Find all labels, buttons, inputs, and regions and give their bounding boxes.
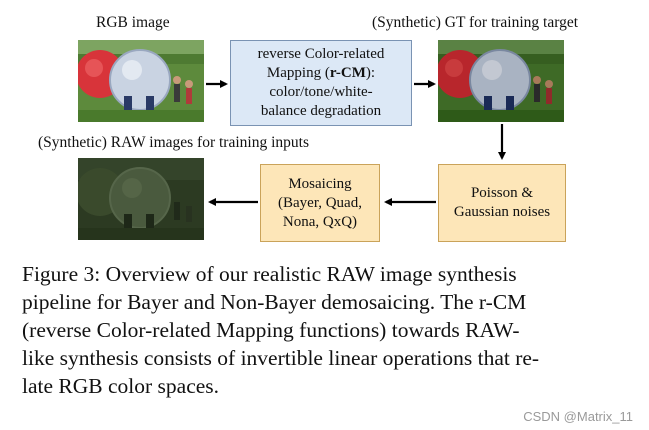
mosaic-line-3: Nona, QxQ) (282, 213, 358, 230)
figure-caption: Figure 3: Overview of our realistic RAW … (22, 260, 632, 400)
caption-line-4: like synthesis consists of invertible li… (22, 346, 540, 370)
rcm-line-3: color/tone/white- (269, 84, 373, 100)
rcm-line-2: Mapping (r-CM): (266, 65, 376, 81)
noise-line-1: Poisson & (470, 185, 534, 201)
mosaic-line-2: (Bayer, Quad, (278, 194, 362, 211)
raw-label: (Synthetic) RAW images for training inpu… (38, 134, 309, 151)
noise-box: Poisson & Gaussian noises (438, 164, 566, 242)
watermark: CSDN @Matrix_11 (523, 409, 633, 424)
rcm-box: reverse Color-related Mapping (r-CM): co… (230, 40, 412, 126)
flow-arrows (206, 80, 506, 206)
caption-line-5: late RGB color spaces. (22, 374, 220, 398)
caption-line-2: pipeline for Bayer and Non-Bayer demosai… (22, 290, 527, 314)
raw-photo (78, 158, 204, 240)
rcm-line-4: balance degradation (260, 103, 382, 119)
noise-line-2: Gaussian noises (453, 204, 551, 220)
rcm-line-1: reverse Color-related (257, 46, 385, 62)
rgb-image-label: RGB image (96, 14, 170, 31)
caption-line-3: (reverse Color-related Mapping functions… (22, 318, 520, 342)
rgb-photo (78, 40, 204, 122)
mosaic-box: Mosaicing (Bayer, Quad, Nona, QxQ) (260, 164, 380, 242)
mosaic-line-1: Mosaicing (288, 175, 352, 192)
gt-label: (Synthetic) GT for training target (372, 14, 579, 31)
caption-line-1: Figure 3: Overview of our realistic RAW … (22, 262, 517, 286)
gt-photo (438, 40, 564, 122)
